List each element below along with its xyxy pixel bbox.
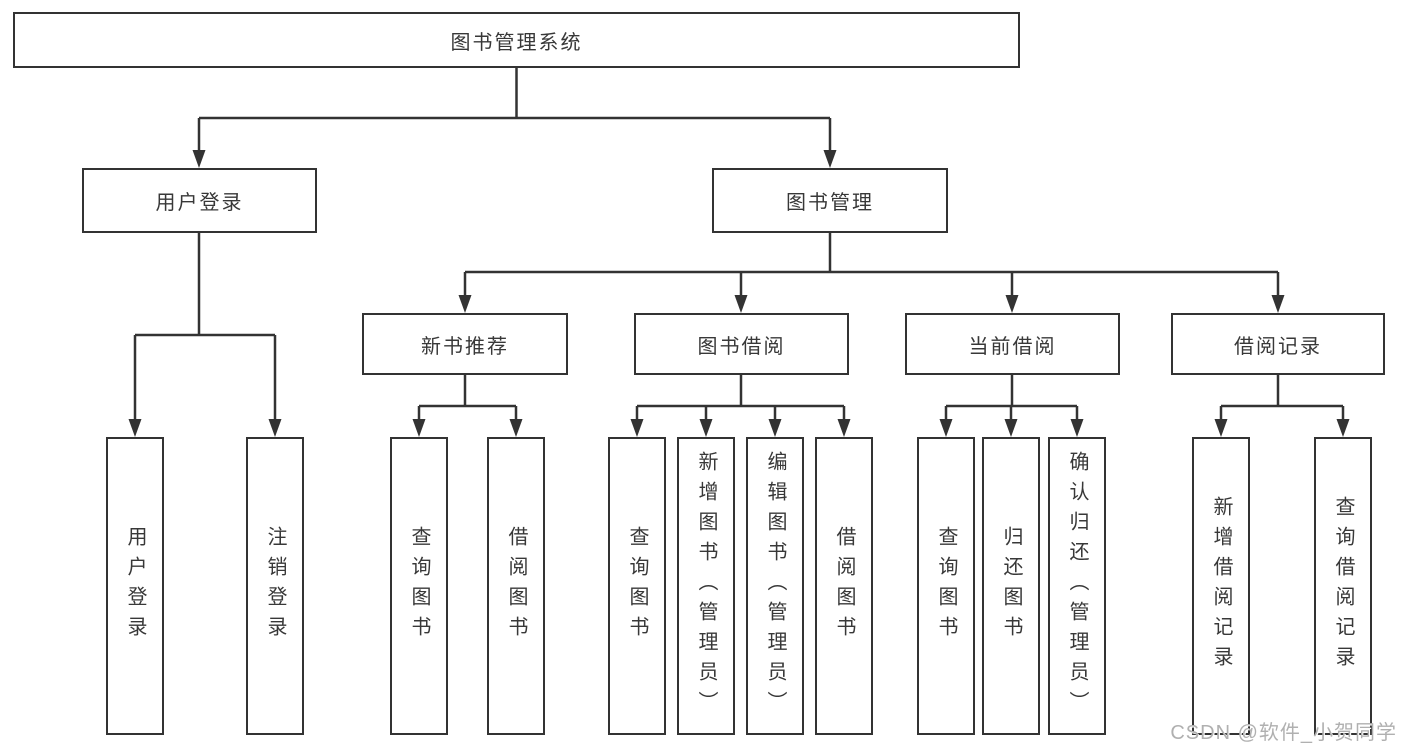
leaf-bb-borrow-books: 借阅图书 bbox=[815, 437, 873, 735]
leaf-nb-borrow-books: 借阅图书 bbox=[487, 437, 545, 735]
csdn-watermark: CSDN @软件_小贺同学 bbox=[1170, 722, 1397, 744]
leaf-user-login: 用户登录 bbox=[106, 437, 164, 735]
node-new-book-recommend: 新书推荐 bbox=[362, 313, 568, 375]
leaf-br-add-record: 新增借阅记录 bbox=[1192, 437, 1250, 735]
leaf-cb-query-books: 查询图书 bbox=[917, 437, 975, 735]
leaf-br-query-record: 查询借阅记录 bbox=[1314, 437, 1372, 735]
leaf-logout: 注销登录 bbox=[246, 437, 304, 735]
leaf-nb-query-books: 查询图书 bbox=[390, 437, 448, 735]
leaf-cb-return-books: 归还图书 bbox=[982, 437, 1040, 735]
node-book-borrow: 图书借阅 bbox=[634, 313, 849, 375]
node-user-login: 用户登录 bbox=[82, 168, 317, 233]
leaf-bb-add-books-admin: 新增图书（管理员） bbox=[677, 437, 735, 735]
node-borrow-records: 借阅记录 bbox=[1171, 313, 1385, 375]
leaf-bb-edit-books-admin: 编辑图书（管理员） bbox=[746, 437, 804, 735]
node-book-management: 图书管理 bbox=[712, 168, 948, 233]
node-current-borrow: 当前借阅 bbox=[905, 313, 1120, 375]
node-root-system: 图书管理系统 bbox=[13, 12, 1020, 68]
leaf-bb-query-books: 查询图书 bbox=[608, 437, 666, 735]
leaf-cb-confirm-return-admin: 确认归还（管理员） bbox=[1048, 437, 1106, 735]
